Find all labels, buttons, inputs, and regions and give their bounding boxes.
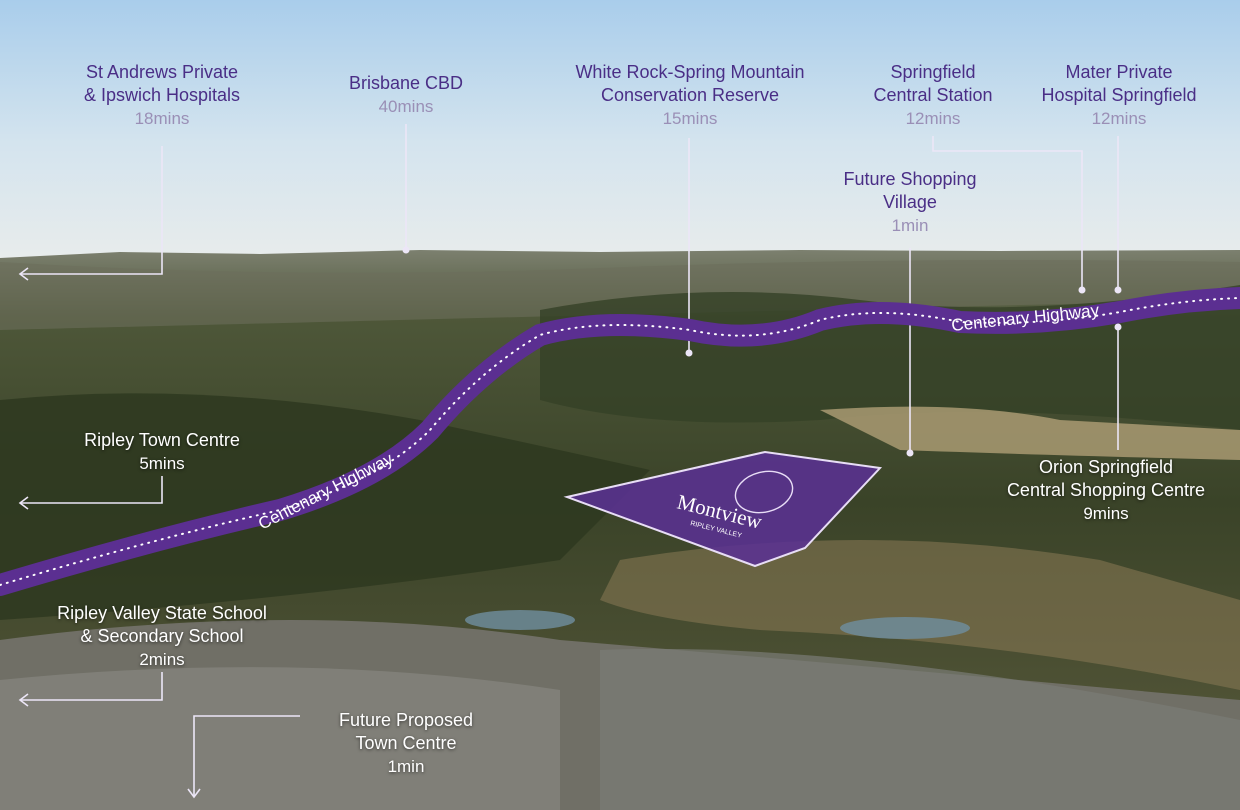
dest-time: 12mins <box>1091 109 1147 128</box>
highway-ribbon <box>0 287 1240 596</box>
dest-time: 9mins <box>1083 504 1129 523</box>
arrow-left-icon <box>18 693 29 707</box>
dest-mater-hospital: Mater Private Hospital Springfield 12min… <box>1024 61 1214 130</box>
dest-ripley-town: Ripley Town Centre 5mins <box>62 429 262 475</box>
brand-emblem-icon <box>734 470 794 514</box>
dest-springfield-station: Springfield Central Station 12mins <box>858 61 1008 130</box>
location-dot <box>1114 323 1122 331</box>
dest-name: & Secondary School <box>80 626 244 646</box>
site-boundary <box>563 450 883 568</box>
leader-future-town-centre <box>193 715 300 797</box>
leader-springfield-station <box>932 136 1083 290</box>
dest-name: Mater Private <box>1065 62 1173 82</box>
location-dot <box>906 449 914 457</box>
dest-name: Brisbane CBD <box>348 73 464 93</box>
dest-name: Future Shopping <box>843 169 977 189</box>
dest-brisbane-cbd: Brisbane CBD 40mins <box>326 72 486 118</box>
dest-name: & Ipswich Hospitals <box>83 85 241 105</box>
dest-name: White Rock-Spring Mountain <box>575 62 805 82</box>
dest-name: St Andrews Private <box>85 62 239 82</box>
dest-name: Town Centre <box>355 733 457 753</box>
dest-future-shopping: Future Shopping Village 1min <box>820 168 1000 237</box>
dest-st-andrews: St Andrews Private & Ipswich Hospitals 1… <box>62 61 262 130</box>
dest-name: Springfield <box>890 62 976 82</box>
dest-ripley-school: Ripley Valley State School & Secondary S… <box>32 602 292 671</box>
dest-name: Future Proposed <box>338 710 474 730</box>
dest-time: 1min <box>891 216 929 235</box>
dest-time: 15mins <box>662 109 718 128</box>
dest-name: Orion Springfield <box>1038 457 1174 477</box>
dest-name: Central Station <box>873 85 993 105</box>
leader-st-andrews <box>20 146 163 275</box>
dest-time: 2mins <box>139 650 185 669</box>
arrow-left-icon <box>18 496 29 510</box>
location-dot <box>1078 286 1086 294</box>
dest-name: Village <box>883 192 937 212</box>
location-dot <box>685 349 693 357</box>
arrow-down-icon <box>187 788 201 799</box>
dest-name: Ripley Town Centre <box>84 430 240 450</box>
leader-ripley-school <box>20 672 163 701</box>
location-dot <box>402 246 410 254</box>
leader-ripley-town <box>20 476 163 504</box>
dest-name: Conservation Reserve <box>600 85 780 105</box>
dest-time: 12mins <box>905 109 961 128</box>
dest-time: 1min <box>387 757 425 776</box>
dest-orion-springfield: Orion Springfield Central Shopping Centr… <box>986 456 1226 525</box>
dest-name: Ripley Valley State School <box>57 603 267 623</box>
dest-name: Hospital Springfield <box>1041 85 1197 105</box>
dest-time: 18mins <box>134 109 190 128</box>
dest-time: 40mins <box>378 97 434 116</box>
dest-name: Central Shopping Centre <box>1006 480 1206 500</box>
dest-white-rock: White Rock-Spring Mountain Conservation … <box>548 61 832 130</box>
dest-time: 5mins <box>139 454 185 473</box>
arrow-left-icon <box>18 267 29 281</box>
dest-future-town-centre: Future Proposed Town Centre 1min <box>316 709 496 778</box>
location-dot <box>1114 286 1122 294</box>
